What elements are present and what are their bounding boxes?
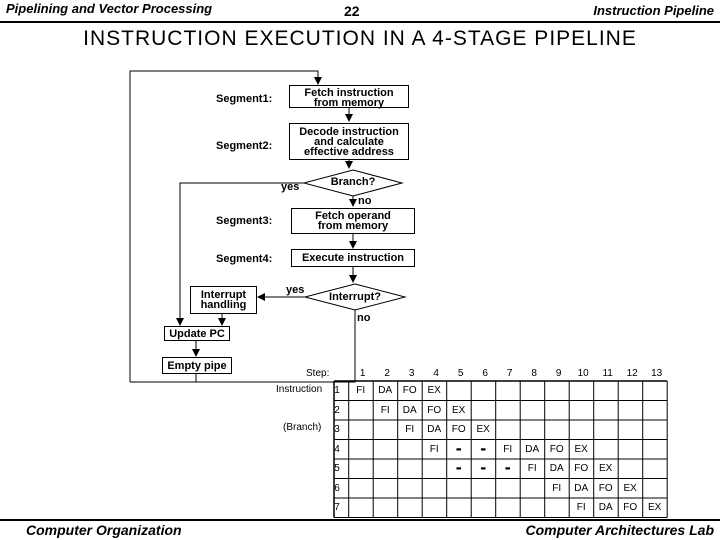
stage-cell: FI (380, 404, 390, 416)
instruction-number: 1 (334, 385, 340, 396)
header-course-title: Pipelining and Vector Processing (6, 1, 213, 16)
step-number: 13 (651, 368, 663, 379)
stage-cell: EX (648, 502, 662, 513)
interrupt-no-line (130, 310, 356, 383)
empty-pipe-text: Empty pipe (167, 360, 227, 372)
fetch-operand-box: Fetch operand from memory (291, 208, 415, 234)
stage-cell: FI (527, 463, 537, 474)
stage-cell: - (455, 437, 462, 458)
step-label: Step: (306, 368, 330, 379)
stage-cell: - (455, 457, 462, 477)
stage-cell: DA (427, 424, 442, 435)
stage-cell: FO (427, 404, 442, 416)
stage-cell: FO (451, 424, 466, 435)
branch-note: (Branch) (283, 422, 322, 433)
step-number: 3 (408, 368, 415, 379)
loop-line (129, 70, 322, 382)
stage-cell: - (480, 457, 487, 477)
step-number: 6 (482, 368, 488, 379)
empty-pipe-box: Empty pipe (162, 357, 232, 374)
decode-line3: effective address (304, 146, 394, 158)
stage-cell: - (480, 437, 487, 458)
instruction-number: 7 (334, 502, 340, 513)
footer-divider (0, 519, 720, 521)
stage-cell: EX (623, 482, 637, 494)
stage-cell: FO (549, 443, 564, 455)
execute-line1: Execute instruction (301, 252, 405, 264)
header-divider (0, 21, 720, 23)
step-number: 7 (506, 368, 513, 379)
step-number: 9 (555, 368, 562, 379)
stage-cell: DA (402, 404, 417, 416)
decode-instruction-box: Decode instruction and calculate effecti… (289, 123, 409, 160)
execute-instruction-box: Execute instruction (291, 249, 415, 267)
stage-cell: FI (552, 482, 562, 494)
interrupt-no-label: no (357, 312, 371, 324)
branch-yes-label: yes (281, 181, 300, 193)
header-section-title: Instruction Pipeline (593, 3, 714, 18)
update-pc-text: Update PC (169, 328, 225, 340)
decode-line2: and calculate (314, 136, 384, 148)
segment3-label: Segment3: (216, 215, 273, 227)
branch-no-label: no (358, 195, 372, 207)
stage-cell: FI (405, 424, 415, 435)
stage-cell: EX (452, 404, 466, 416)
fetch-operand-line2: from memory (317, 220, 389, 232)
stage-cell: EX (476, 424, 490, 435)
stage-cell: FO (574, 463, 589, 474)
stage-cell: EX (599, 463, 613, 474)
step-number: 1 (359, 368, 366, 379)
footer-course: Computer Organization (26, 522, 182, 538)
stage-cell: DA (378, 385, 393, 396)
stage-cell: DA (574, 482, 589, 494)
stage-cell: FI (503, 443, 513, 455)
step-number: 12 (626, 368, 638, 379)
step-number: 10 (577, 368, 589, 379)
step-number: 5 (457, 368, 464, 379)
stage-cell: EX (574, 443, 588, 455)
step-number: 11 (602, 368, 613, 379)
fetch-operand-line1: Fetch operand (315, 210, 391, 222)
stage-cell: FI (356, 385, 366, 396)
stage-cell: FI (576, 502, 586, 513)
stage-cell: DA (549, 463, 564, 474)
step-number: 4 (433, 368, 439, 379)
stage-cell: FO (598, 482, 613, 494)
segment4-label: Segment4: (216, 253, 273, 265)
stage-cell: FI (429, 443, 439, 455)
update-pc-box: Update PC (164, 326, 230, 341)
instruction-number: 3 (334, 424, 340, 435)
step-number: 8 (531, 368, 537, 379)
instruction-number: 6 (334, 482, 340, 494)
footer-lab: Computer Architectures Lab (525, 522, 714, 538)
instruction-label: Instruction (276, 384, 323, 395)
stage-cell: FO (402, 385, 417, 396)
stage-cell: - (504, 457, 511, 477)
fetch-instruction-line2: from memory (313, 97, 385, 109)
instruction-number: 4 (334, 443, 340, 455)
segment2-label: Segment2: (216, 140, 273, 152)
step-number: 2 (384, 368, 390, 379)
slide-title: INSTRUCTION EXECUTION IN A 4-STAGE PIPEL… (83, 27, 637, 50)
page-number: 22 (344, 3, 360, 19)
interrupt-yes-label: yes (286, 284, 305, 296)
interrupt-handling-line1: Interrupt (200, 289, 247, 301)
interrupt-handling-line2: handling (200, 299, 247, 311)
fetch-instruction-box: Fetch instruction from memory (289, 85, 409, 109)
stage-cell: FO (623, 502, 638, 513)
interrupt-handling-box: Interrupt handling (190, 286, 257, 314)
interrupt-question: Interrupt? (329, 291, 381, 303)
instruction-number: 2 (334, 404, 340, 416)
decode-line1: Decode instruction (299, 126, 399, 138)
fetch-instruction-line1: Fetch instruction (304, 87, 394, 99)
stage-cell: EX (427, 385, 441, 396)
branch-yes-line (176, 182, 304, 326)
segment1-label: Segment1: (216, 93, 273, 105)
instruction-number: 5 (334, 463, 340, 474)
stage-cell: DA (525, 443, 540, 455)
branch-question: Branch? (330, 176, 376, 188)
stage-cell: DA (598, 502, 613, 513)
